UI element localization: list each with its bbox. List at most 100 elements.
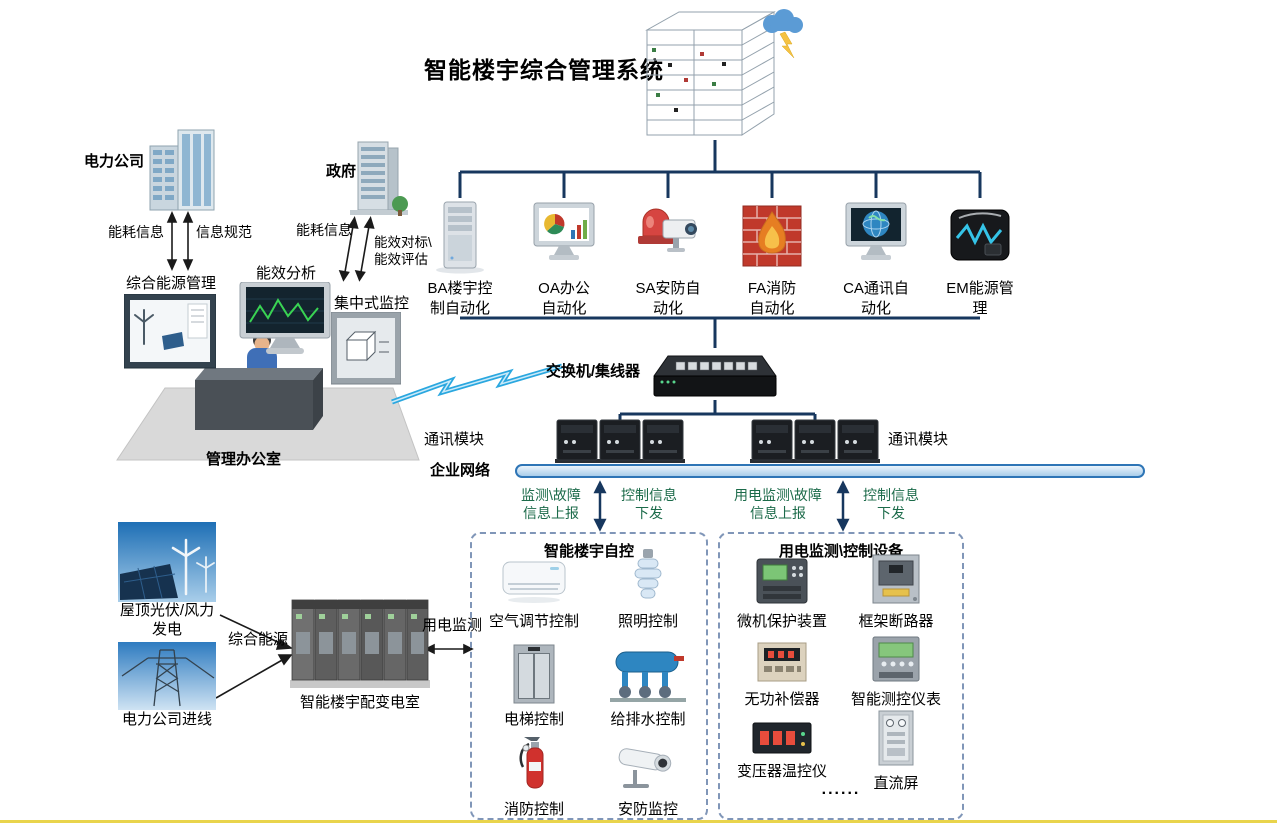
substation-label: 智能楼宇配变电室 <box>299 694 420 711</box>
subsystem-label: FA消防 自动化 <box>747 280 797 317</box>
office-label: 管理办公室 <box>206 451 282 468</box>
monitor-globe-icon <box>841 196 911 274</box>
power-devices-box: 用电监测\控制设备 <box>718 532 964 820</box>
subsystem-fa: FA消防 自动化 <box>720 196 824 318</box>
item-label: 直流屏 <box>873 775 919 792</box>
protection-relay-icon <box>756 556 808 606</box>
devices-ellipsis: ...... <box>821 781 861 798</box>
bottom-border-line <box>0 820 1277 823</box>
subsystem-label: OA办公 自动化 <box>538 280 590 317</box>
pd-item-breaker: 框架断路器 <box>840 552 952 631</box>
flow-control-dispatch-label: 控制信息 下发 <box>621 487 677 522</box>
subsystem-ca: CA通讯自 动化 <box>824 196 928 318</box>
grid-line-photo <box>118 642 216 710</box>
subsystem-em: EM能源管 理 <box>928 196 1032 318</box>
smart-meter-icon <box>872 636 920 684</box>
water-pump-icon <box>608 646 688 704</box>
fire-extinguisher-icon <box>516 732 552 794</box>
energy-meter-icon <box>945 196 1015 274</box>
lightning-icon <box>779 31 795 59</box>
pd-item-meter: 智能测控仪表 <box>840 636 952 709</box>
ba-item-air: 空气调节控制 <box>478 554 590 631</box>
central-monitoring-panel-icon <box>330 311 402 388</box>
item-label: 空气调节控制 <box>488 613 579 630</box>
comm-module-rack-right-icon <box>750 418 880 464</box>
ba-item-elevator: 电梯控制 <box>478 642 590 729</box>
flow-control-dispatch-right-label: 控制信息 下发 <box>863 487 919 522</box>
switch-label: 交换机/集线器 <box>545 363 640 380</box>
grid-line-label: 电力公司进线 <box>122 711 213 728</box>
comm-module-right-label: 通讯模块 <box>888 431 949 448</box>
building-automation-title: 智能楼宇自控 <box>543 543 634 560</box>
item-label: 安防监控 <box>617 801 678 818</box>
alarm-camera-icon <box>633 196 703 274</box>
power-company-building-icon <box>148 124 218 214</box>
server-icon <box>425 196 495 274</box>
pd-item-temp: 变压器温控仪 <box>726 720 838 781</box>
cctv-camera-icon <box>615 740 681 794</box>
item-label: 电梯控制 <box>503 711 564 728</box>
building-wireframe-icon <box>622 2 807 142</box>
energy-info-label: 能耗信息 <box>108 224 164 240</box>
power-monitor-label: 用电监测 <box>422 617 483 634</box>
comm-module-left-label: 通讯模块 <box>424 431 485 448</box>
flow-power-monitor-report-label: 用电监测\故障 信息上报 <box>734 487 822 522</box>
ba-item-water: 给排水控制 <box>592 646 704 729</box>
monitor-chart-icon <box>529 196 599 274</box>
item-label: 给排水控制 <box>610 711 686 728</box>
integrated-energy-label: 综合能源 <box>228 631 289 648</box>
pv-wind-photo <box>118 522 216 602</box>
subsystem-sa: SA安防自 动化 <box>616 196 720 318</box>
subsystem-label: EM能源管 理 <box>946 280 1014 317</box>
item-label: 变压器温控仪 <box>736 763 827 780</box>
item-label: 消防控制 <box>503 801 564 818</box>
diagram-title: 智能楼宇综合管理系统 <box>424 57 664 83</box>
air-conditioner-icon <box>502 554 566 606</box>
efficiency-analysis-label: 能效分析 <box>256 265 317 282</box>
flow-monitor-report-label: 监测\故障 信息上报 <box>521 487 581 522</box>
item-label: 照明控制 <box>617 613 678 630</box>
item-label: 无功补偿器 <box>744 691 820 708</box>
efficiency-analysis-monitor-icon <box>238 281 332 360</box>
pd-item-relay: 微机保护装置 <box>726 556 838 631</box>
energy-mgmt-screen-icon <box>123 293 217 374</box>
enterprise-network-bus <box>515 464 1145 478</box>
subsystem-ba: BA楼宇控 制自动化 <box>408 196 512 318</box>
building-automation-box: 智能楼宇自控 <box>470 532 708 820</box>
elevator-icon <box>513 642 555 704</box>
benchmark-label: 能效对标\ 能效评估 <box>374 235 432 268</box>
info-standard-label: 信息规范 <box>196 224 252 240</box>
light-bulb-icon <box>630 548 666 606</box>
cloud-icon <box>763 9 803 33</box>
power-devices-title: 用电监测\控制设备 <box>778 543 904 560</box>
subsystem-label: BA楼宇控 制自动化 <box>427 280 493 317</box>
item-label: 微机保护装置 <box>736 613 827 630</box>
pv-wind-label: 屋顶光伏/风力 发电 <box>119 602 215 639</box>
pd-item-dc: 直流屏 <box>840 710 952 793</box>
enterprise-network-label: 企业网络 <box>430 462 491 479</box>
temp-controller-icon <box>752 720 812 756</box>
government-label: 政府 <box>326 163 357 180</box>
integrated-energy-mgmt-label: 综合能源管理 <box>126 275 217 292</box>
compensator-icon <box>757 640 807 684</box>
management-office-scene <box>115 330 420 472</box>
subsystem-oa: OA办公 自动化 <box>512 196 616 318</box>
switchgear-room-icon <box>290 592 430 692</box>
dc-panel-icon <box>878 710 914 768</box>
ba-item-security: 安防监控 <box>592 740 704 819</box>
circuit-breaker-icon <box>870 552 922 606</box>
network-switch-icon <box>648 346 782 402</box>
government-building-icon <box>350 138 408 218</box>
gov-energy-info-label: 能耗信息 <box>296 222 352 238</box>
item-label: 框架断路器 <box>858 613 934 630</box>
pd-item-compensator: 无功补偿器 <box>726 640 838 709</box>
subsystem-label: CA通讯自 动化 <box>843 280 909 317</box>
ba-item-fire: 消防控制 <box>478 732 590 819</box>
power-company-label: 电力公司 <box>84 153 145 170</box>
central-monitoring-label: 集中式监控 <box>334 295 410 312</box>
ba-item-lighting: 照明控制 <box>592 548 704 631</box>
subsystem-label: SA安防自 动化 <box>635 280 701 317</box>
item-label: 智能测控仪表 <box>850 691 941 708</box>
